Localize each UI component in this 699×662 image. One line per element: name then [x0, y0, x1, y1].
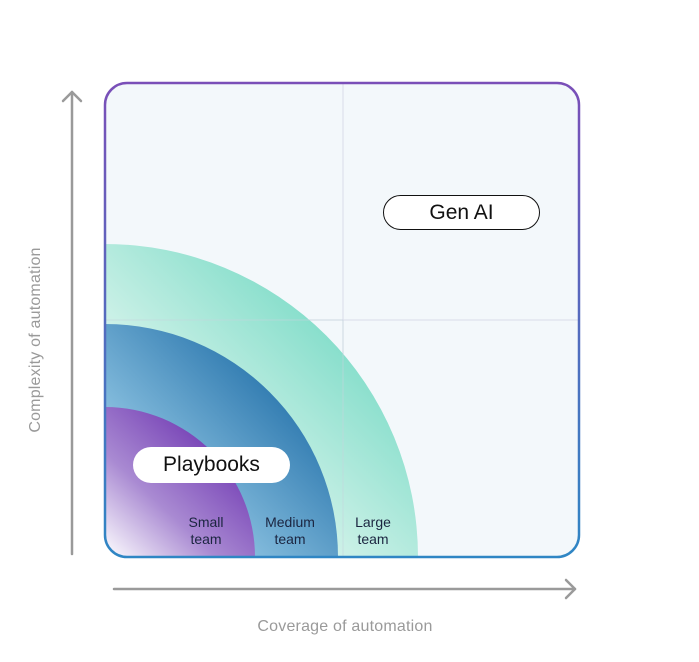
- y-axis-label: Complexity of automation: [27, 247, 44, 433]
- x-axis-label: Coverage of automation: [257, 618, 433, 635]
- large-team-label: Large team: [333, 514, 413, 548]
- large-team-label-line1: Large: [355, 514, 391, 530]
- small-team-label-line2: team: [190, 531, 222, 547]
- medium-team-label: Medium team: [250, 514, 330, 548]
- medium-team-label-line2: team: [274, 531, 306, 547]
- small-team-label: Small team: [166, 514, 246, 548]
- y-axis-arrow: [61, 90, 83, 556]
- large-team-label-line2: team: [357, 531, 389, 547]
- gen-ai-label: Gen AI: [383, 195, 540, 230]
- medium-team-label-line1: Medium: [265, 514, 315, 530]
- x-axis-arrow: [112, 578, 577, 600]
- small-team-label-line1: Small: [188, 514, 224, 530]
- panel-frame: [103, 81, 581, 559]
- playbooks-label: Playbooks: [133, 447, 290, 483]
